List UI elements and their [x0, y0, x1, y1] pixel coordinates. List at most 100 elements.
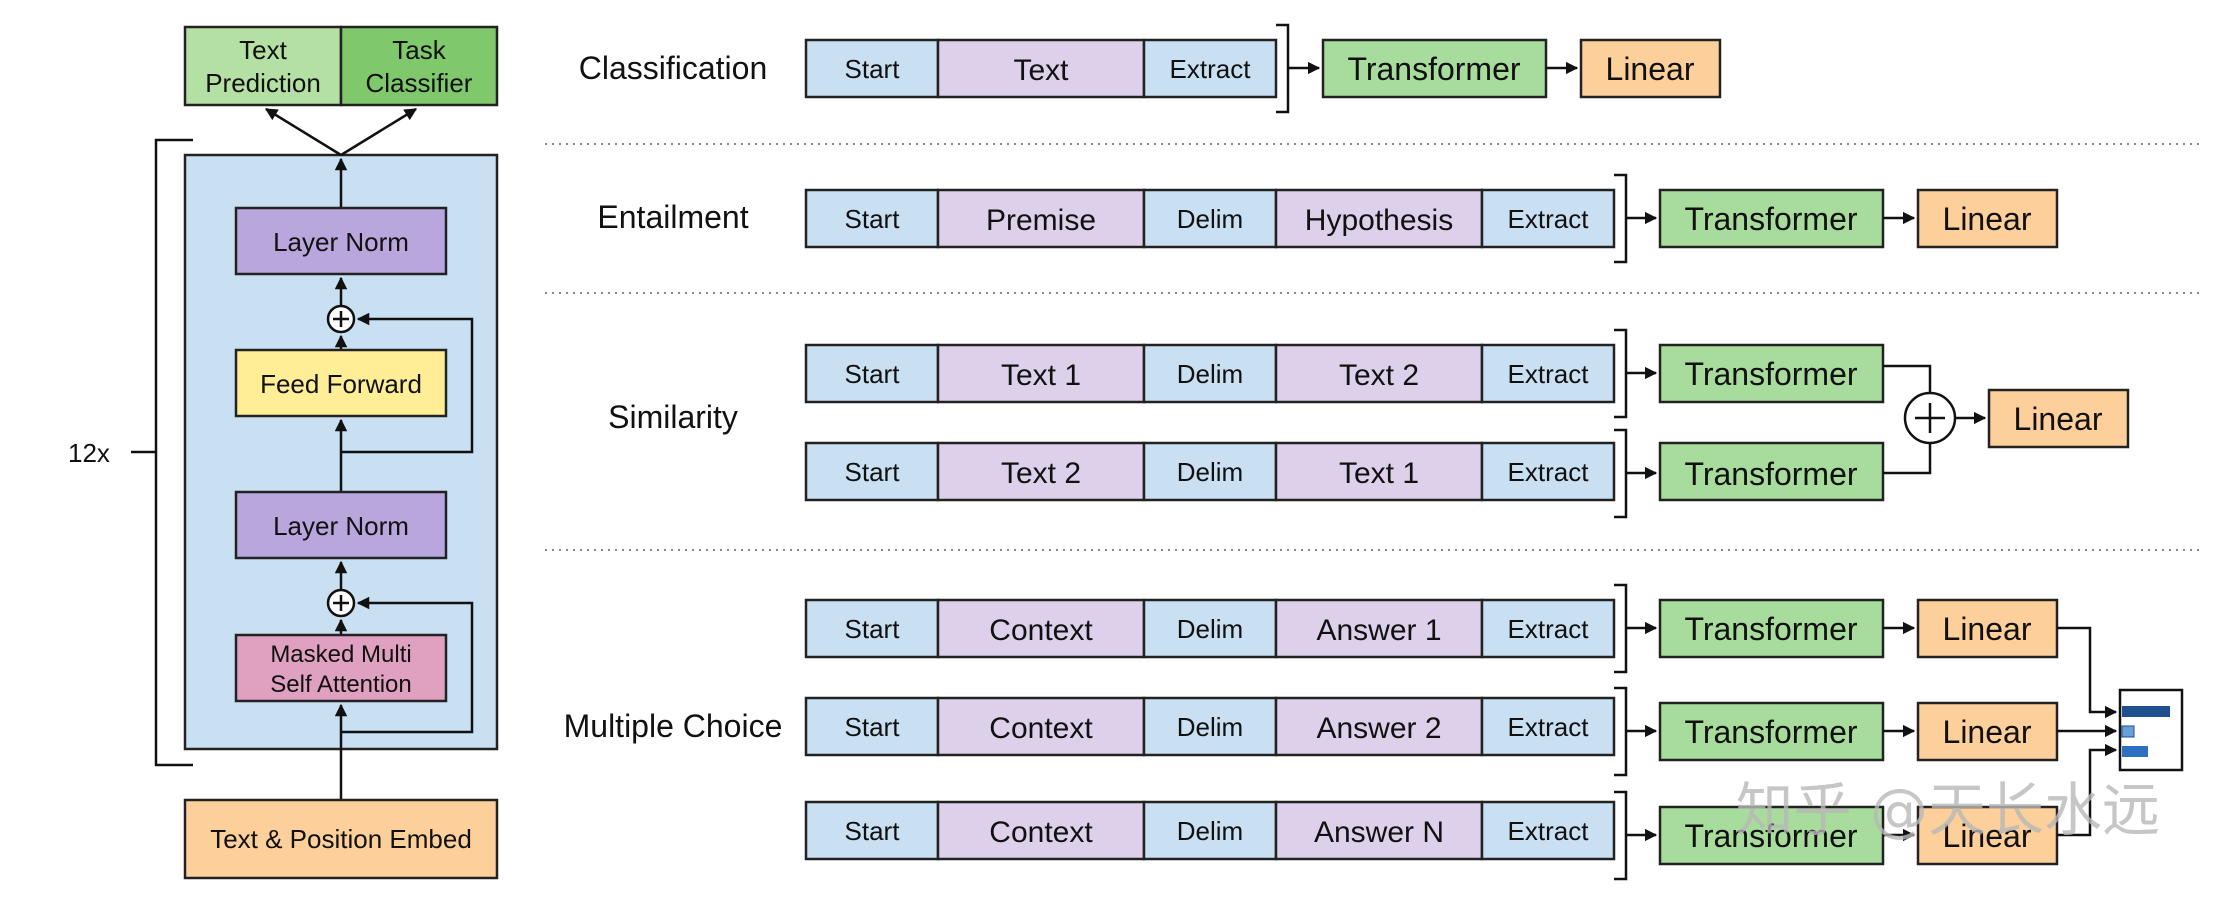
layer-norm-top-label: Layer Norm: [273, 227, 409, 257]
text-prediction-label-line1: Text: [239, 35, 287, 65]
token-extract-label: Extract: [1508, 614, 1590, 644]
linear-box: [1916, 805, 2059, 866]
transformer-box: [1658, 598, 1885, 659]
arrow-to-text-prediction: [264, 107, 342, 157]
token-answer-n: [1274, 800, 1484, 861]
text-prediction-label-line2: Prediction: [205, 68, 321, 98]
token-start-label: Start: [845, 614, 901, 644]
layer-norm-bottom-box: [234, 490, 448, 560]
token-context: [936, 598, 1146, 659]
attention-label-line2: Self Attention: [270, 671, 411, 698]
sequence-bracket: [1614, 686, 1628, 777]
token-start-label: Start: [845, 204, 901, 234]
token-start-label: Start: [845, 816, 901, 846]
linear-label: Linear: [1943, 611, 2032, 647]
task-label-classification: Classification: [579, 50, 768, 86]
watermark: 知乎 @天长水远: [1736, 776, 2160, 844]
task-multiple-choice: Multiple Choice Start Context Delim Answ…: [564, 583, 2184, 881]
token-extract: [1480, 441, 1616, 502]
token-hypothesis-label: Hypothesis: [1305, 204, 1453, 237]
transformer-box: [1321, 38, 1548, 99]
token-extract: [1480, 696, 1616, 757]
token-text-2-label: Text 2: [1001, 457, 1081, 490]
text-prediction-box: [183, 25, 343, 107]
token-premise: [936, 188, 1146, 249]
transformer-label: Transformer: [1684, 611, 1857, 647]
token-start-label: Start: [845, 457, 901, 487]
residual-ff: [341, 312, 474, 454]
token-answer-1-label: Answer 1: [1316, 614, 1441, 647]
transformer-label: Transformer: [1684, 818, 1857, 854]
linear-label: Linear: [1606, 51, 1695, 87]
token-delim: [1142, 800, 1278, 861]
token-start: [804, 343, 940, 404]
embed-box: [183, 798, 499, 880]
token-start: [804, 188, 940, 249]
transformer-label: Transformer: [1347, 51, 1520, 87]
token-context: [936, 696, 1146, 757]
token-start-label: Start: [845, 712, 901, 742]
arrow-to-task-classifier: [340, 107, 418, 157]
token-start: [804, 696, 940, 757]
layer-norm-top-box: [234, 206, 448, 276]
linear-label: Linear: [1943, 818, 2032, 854]
transformer-box: [1658, 188, 1885, 249]
repeat-label: 12x: [68, 438, 110, 468]
connector-row-3: [2057, 743, 2118, 837]
token-start: [804, 441, 940, 502]
transformer-label: Transformer: [1684, 356, 1857, 392]
linear-box: [1987, 388, 2130, 449]
token-delim-label: Delim: [1177, 204, 1243, 234]
layer-norm-bottom-label: Layer Norm: [273, 511, 409, 541]
transformer-label: Transformer: [1684, 456, 1857, 492]
linear-box: [1579, 38, 1722, 99]
token-extract-label: Extract: [1508, 816, 1590, 846]
sequence-bracket: [1614, 790, 1628, 881]
token-text-1-label: Text 1: [1001, 359, 1081, 392]
transformer-box: [1658, 343, 1885, 404]
token-text-1-label: Text 1: [1339, 457, 1419, 490]
feed-forward-box: [234, 348, 448, 418]
token-text: [936, 38, 1146, 99]
task-entailment: Entailment Start Premise Delim Hypothesi…: [597, 173, 2059, 264]
token-answer-1: [1274, 598, 1484, 659]
task-classifier-label-line1: Task: [392, 35, 446, 65]
token-start-label: Start: [845, 359, 901, 389]
token-answer-2-label: Answer 2: [1316, 712, 1441, 745]
token-extract-label: Extract: [1508, 204, 1590, 234]
residual-attn: [341, 596, 474, 734]
feed-forward-label: Feed Forward: [260, 369, 422, 399]
token-delim-label: Delim: [1177, 614, 1243, 644]
token-delim: [1142, 343, 1278, 404]
token-delim: [1142, 598, 1278, 659]
attention-label-line1: Masked Multi: [270, 641, 411, 668]
token-premise-label: Premise: [986, 204, 1096, 237]
tasks-panel: Classification Start Text Extract Transf…: [564, 23, 2184, 881]
token-context-label: Context: [989, 712, 1093, 745]
token-text-2: [1274, 343, 1484, 404]
transformer-label: Transformer: [1684, 201, 1857, 237]
sequence-bracket: [1614, 428, 1628, 519]
token-start-label: Start: [845, 54, 901, 84]
linear-label: Linear: [1943, 714, 2032, 750]
sequence-bracket: [1614, 173, 1628, 264]
token-delim-label: Delim: [1177, 457, 1243, 487]
token-extract-label: Extract: [1508, 712, 1590, 742]
embed-label: Text & Position Embed: [210, 824, 472, 854]
linear-label: Linear: [1943, 201, 2032, 237]
task-classifier-box: [339, 25, 499, 107]
linear-label: Linear: [2014, 401, 2103, 437]
connector-row-1: [2057, 626, 2118, 719]
token-extract: [1480, 188, 1616, 249]
token-answer-n-label: Answer N: [1314, 816, 1444, 849]
token-extract-label: Extract: [1170, 54, 1252, 84]
token-delim-label: Delim: [1177, 816, 1243, 846]
linear-box: [1916, 701, 2059, 762]
task-label-entailment: Entailment: [597, 199, 748, 235]
token-text-1: [1274, 441, 1484, 502]
token-extract-label: Extract: [1508, 457, 1590, 487]
sequence-bracket: [1276, 23, 1290, 114]
attention-box: [234, 633, 448, 703]
linear-box: [1916, 598, 2059, 659]
token-text-label: Text: [1013, 54, 1069, 87]
